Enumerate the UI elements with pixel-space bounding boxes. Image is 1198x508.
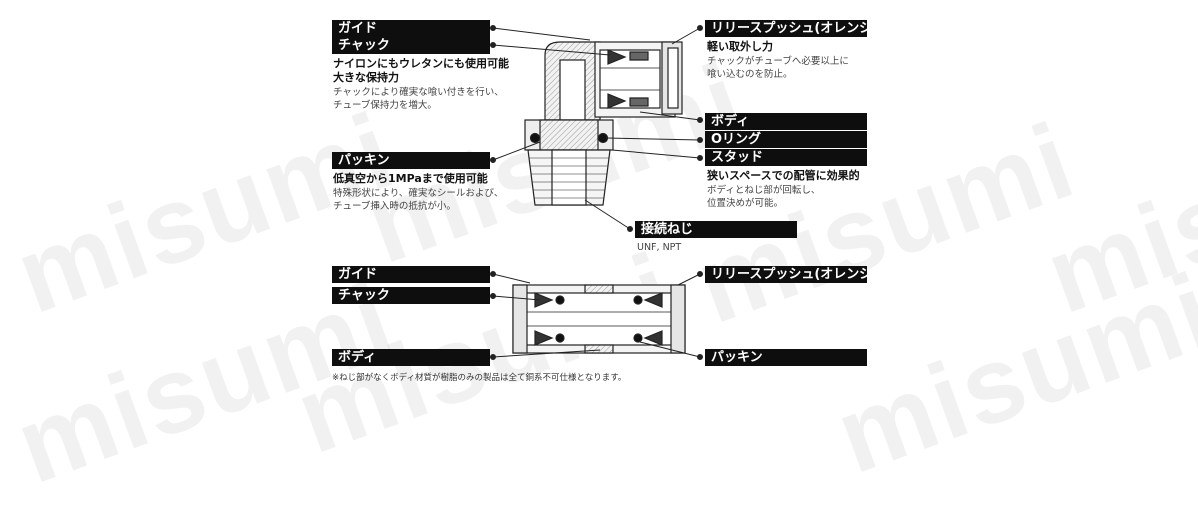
label-stud: スタッド xyxy=(705,149,867,166)
bottom-leader-lines xyxy=(490,271,703,360)
chuck-heading-2: 大きな保持力 xyxy=(333,71,399,84)
label-guide: ガイド xyxy=(332,20,490,37)
chuck-desc-2: チューブ保持力を増大。 xyxy=(333,100,437,111)
label-body-bottom: ボディ xyxy=(332,349,490,366)
release-desc-2: 喰い込むのを防止。 xyxy=(707,69,793,80)
stud-desc-1: ボディとねじ部が回転し、 xyxy=(707,185,821,196)
label-connection-thread: 接続ねじ xyxy=(635,221,797,238)
stud-desc-2: 位置決めが可能。 xyxy=(707,198,784,209)
label-release-push-bottom: リリースプッシュ(オレンジ色) xyxy=(705,266,867,283)
label-chuck: チャック xyxy=(332,37,490,54)
top-leader-lines xyxy=(490,25,703,232)
label-packing: パッキン xyxy=(332,152,490,169)
release-desc-1: チャックがチューブへ必要以上に xyxy=(707,56,849,67)
label-guide-bottom: ガイド xyxy=(332,266,490,283)
label-o-ring: Oリング xyxy=(705,131,867,148)
packing-heading: 低真空から1MPaまで使用可能 xyxy=(333,172,488,185)
label-chuck-bottom: チャック xyxy=(332,287,490,304)
packing-desc-2: チューブ挿入時の抵抗が小。 xyxy=(333,201,456,212)
fitting-cross-section-diagram xyxy=(490,25,703,360)
chuck-desc-1: チャックにより確実な喰い付きを行い、 xyxy=(333,87,504,98)
release-heading: 軽い取外し力 xyxy=(707,40,773,53)
label-body: ボディ xyxy=(705,113,867,130)
label-release-push: リリースプッシュ(オレンジ色) xyxy=(705,20,867,37)
label-packing-bottom: パッキン xyxy=(705,349,867,366)
union-fitting xyxy=(512,284,686,354)
packing-desc-1: 特殊形状により、確実なシールおよび、 xyxy=(333,188,504,199)
elbow-fitting xyxy=(524,41,683,206)
thread-desc: UNF, NPT xyxy=(637,242,682,253)
chuck-heading-1: ナイロンにもウレタンにも使用可能 xyxy=(333,57,509,70)
footnote: ※ねじ部がなくボディ材質が樹脂のみの製品は全て銅系不可仕様となります。 xyxy=(332,373,627,383)
stud-heading: 狭いスペースでの配管に効果的 xyxy=(707,169,860,182)
